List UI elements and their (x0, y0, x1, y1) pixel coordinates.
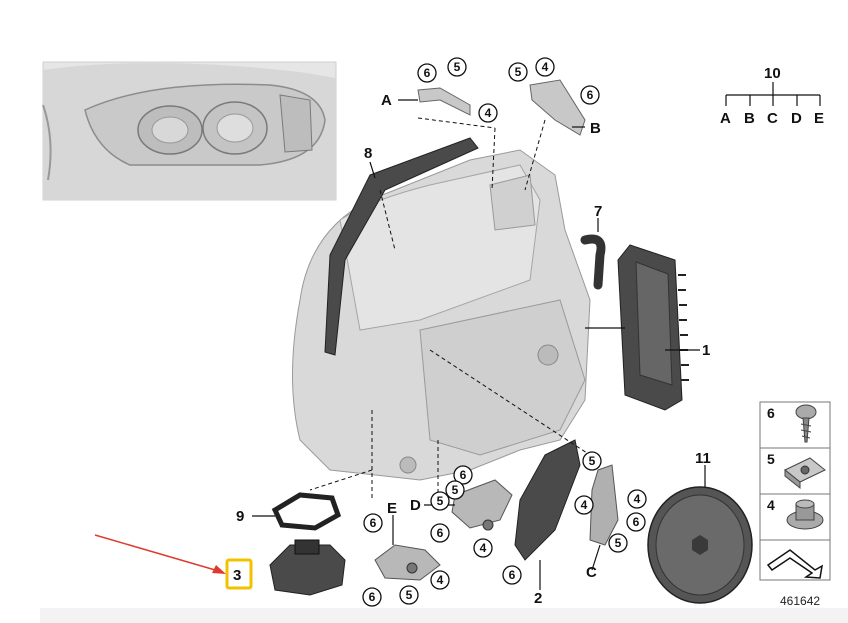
label-part-7: 7 (594, 203, 602, 220)
tree-leaf-e: E (814, 110, 824, 127)
callout-4: 4 (627, 489, 647, 509)
fastener-legend: 6 5 4 (759, 401, 831, 581)
direction-arrow-icon (766, 549, 823, 579)
part-2-bracket (514, 439, 581, 561)
callout-4: 4 (574, 495, 594, 515)
callout-number: 6 (633, 515, 640, 529)
callout-6: 6 (363, 513, 383, 533)
callout-6: 6 (417, 63, 437, 83)
callout-5: 5 (399, 585, 419, 605)
callout-4: 4 (535, 57, 555, 77)
label-connection-d: D (410, 497, 421, 514)
callout-4: 4 (430, 570, 450, 590)
callout-number: 6 (460, 468, 467, 482)
callout-number: 4 (542, 60, 549, 74)
callout-6: 6 (626, 512, 646, 532)
callout-5: 5 (430, 491, 450, 511)
part-3-module (269, 539, 346, 596)
label-connection-b: B (590, 120, 601, 137)
tree-leaf-a: A (720, 110, 731, 127)
connection-tree: 10 A B C D E (720, 65, 824, 127)
callout-5: 5 (608, 533, 628, 553)
callout-number: 4 (480, 541, 487, 555)
diagram-id: 461642 (780, 594, 820, 608)
callout-5: 5 (447, 57, 467, 77)
label-part-11: 11 (695, 450, 711, 467)
grommet-nut-icon (786, 499, 824, 530)
callout-number: 4 (437, 573, 444, 587)
part-8-seal-strip (324, 137, 479, 356)
legend-number-clip-nut: 5 (767, 451, 775, 467)
callout-number: 5 (615, 536, 622, 550)
clip-nut-icon (784, 457, 826, 490)
callout-number: 4 (485, 106, 492, 120)
part-11-cover (647, 486, 753, 604)
bracket-d (451, 479, 513, 531)
callout-number: 6 (424, 66, 431, 80)
callout-number: 6 (587, 88, 594, 102)
callout-5: 5 (508, 62, 528, 82)
part-1-control-module (617, 244, 689, 411)
label-part-9: 9 (236, 508, 244, 525)
callout-number: 5 (589, 454, 596, 468)
red-pointer-arrow (94, 534, 226, 574)
part-7-hose (580, 234, 606, 290)
legend-number-screw: 6 (767, 405, 775, 421)
callout-number: 6 (370, 516, 377, 530)
part-9-gasket (271, 492, 342, 531)
label-connection-e: E (387, 500, 397, 517)
tree-leaf-c: C (767, 110, 778, 127)
callout-6: 6 (362, 587, 382, 607)
legend-number-grommet-nut: 4 (767, 497, 775, 513)
tree-leaf-d: D (791, 110, 802, 127)
callout-5: 5 (445, 480, 465, 500)
tree-root-label: 10 (764, 65, 781, 82)
callout-number: 6 (509, 568, 516, 582)
label-part-1: 1 (702, 342, 710, 359)
highlight-box-3 (225, 558, 253, 590)
callout-number: 6 (437, 526, 444, 540)
bracket-c (589, 464, 619, 546)
callout-number: 5 (452, 483, 459, 497)
headlight-housing (292, 149, 591, 481)
bracket-b (529, 79, 586, 136)
callout-number: 6 (369, 590, 376, 604)
callout-number: 5 (515, 65, 522, 79)
callout-5: 5 (582, 451, 602, 471)
footer-bar (40, 608, 848, 623)
bracket-e (374, 544, 441, 581)
part-labels: 1 2 3 7 8 9 11 (233, 145, 711, 607)
callout-number: 4 (581, 498, 588, 512)
callout-number: 5 (406, 588, 413, 602)
callout-6: 6 (430, 523, 450, 543)
callout-6: 6 (580, 85, 600, 105)
label-part-2: 2 (534, 590, 542, 607)
bracket-a (417, 87, 471, 116)
callout-6: 6 (502, 565, 522, 585)
tree-leaf-b: B (744, 110, 755, 127)
label-part-3: 3 (233, 567, 241, 584)
connection-labels: A B C D E (381, 92, 601, 581)
label-connection-c: C (586, 564, 597, 581)
screw-icon (795, 404, 817, 443)
callout-number: 4 (634, 492, 641, 506)
callout-4: 4 (478, 103, 498, 123)
car-headlight-inset-photo (42, 61, 337, 201)
callout-number: 5 (437, 494, 444, 508)
callout-6: 6 (453, 465, 473, 485)
callout-4: 4 (473, 538, 493, 558)
callout-number: 5 (454, 60, 461, 74)
label-connection-a: A (381, 92, 392, 109)
label-part-8: 8 (364, 145, 372, 162)
